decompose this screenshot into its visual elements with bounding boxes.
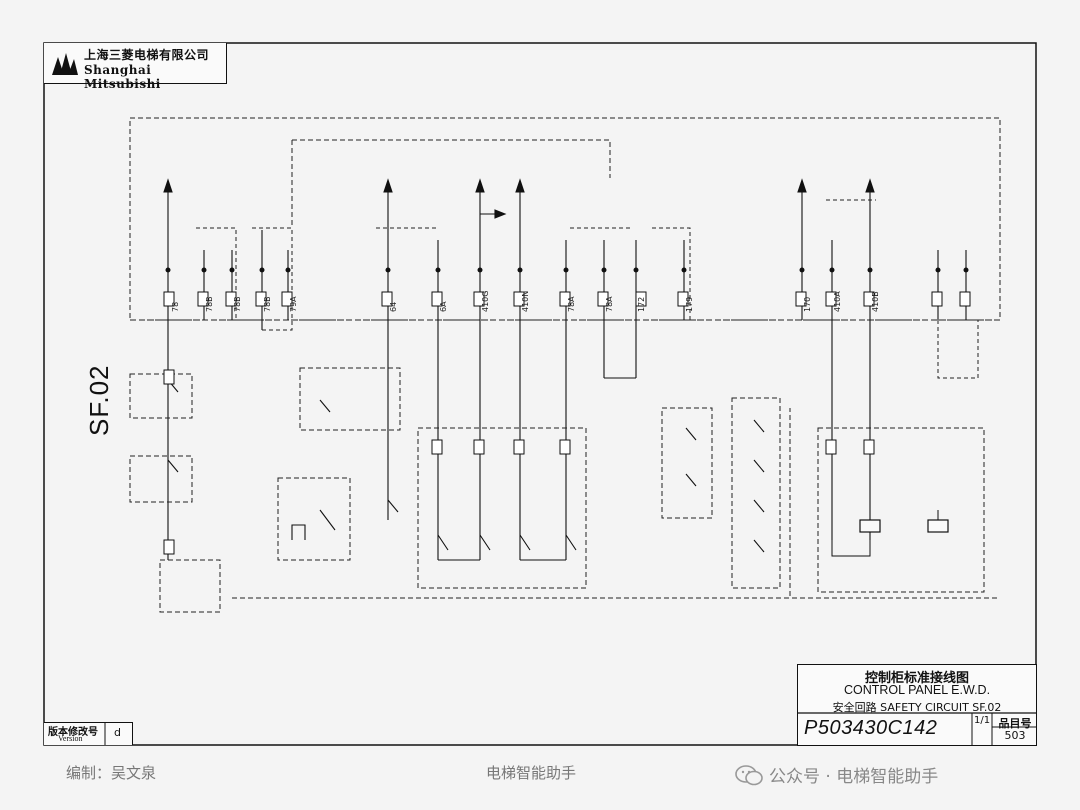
- box-ds: [661, 407, 713, 519]
- svg-text:78: 78: [171, 302, 180, 312]
- title-subtitle: 安全回路 SAFETY CIRCUIT SF.02: [832, 701, 1002, 714]
- version-label-cn: 版本修改号: [48, 727, 98, 738]
- box-c1: [159, 559, 221, 613]
- coil-410a: [927, 519, 949, 533]
- box-coils: [817, 427, 985, 593]
- drawing-number: P503430C142: [804, 717, 938, 739]
- svg-text:172: 172: [637, 297, 646, 312]
- footer-author: 编制：吴文泉: [66, 764, 157, 782]
- box-left-b: [129, 455, 193, 503]
- svg-text:410B: 410B: [871, 291, 880, 312]
- version-value: d: [114, 726, 121, 739]
- svg-text:78B: 78B: [205, 296, 214, 312]
- terminals: [163, 291, 971, 555]
- wire-group: [163, 178, 967, 560]
- box-ds2: [731, 397, 781, 589]
- relay-contacts: [167, 379, 765, 561]
- version-block: 版本修改号 Version d: [44, 722, 133, 745]
- box-relay-contacts: [417, 427, 587, 589]
- title-block-grid: [798, 712, 1036, 745]
- relay-coils: [859, 519, 949, 533]
- connector-dots: [165, 267, 969, 273]
- title-block: 控制柜标准接线图 CONTROL PANEL E.W.D. 安全回路 SAFET…: [797, 664, 1037, 746]
- footer-wechat[interactable]: 公众号 · 电梯智能助手: [735, 762, 938, 787]
- svg-text:6A: 6A: [439, 301, 448, 312]
- svg-text:79A: 79A: [289, 296, 298, 312]
- svg-text:78B: 78B: [233, 296, 242, 312]
- dashed-drops: [196, 199, 979, 379]
- svg-text:170: 170: [803, 297, 812, 312]
- part-number: 503: [1004, 729, 1026, 742]
- box-ck: [277, 477, 351, 561]
- svg-text:78B: 78B: [263, 296, 272, 312]
- svg-text:410N: 410N: [521, 291, 530, 312]
- coil-410: [859, 519, 881, 533]
- page-label: SF.02: [84, 364, 114, 437]
- sheet-number: 1/1: [974, 715, 991, 726]
- title-en: CONTROL PANEL E.W.D.: [843, 683, 991, 697]
- svg-text:410A: 410A: [833, 291, 842, 312]
- part-number-label: 品目号: [998, 717, 1032, 730]
- version-label-en: Version: [58, 734, 83, 743]
- title-cn: 控制柜标准接线图: [864, 671, 969, 686]
- wechat-account: 公众号 · 电梯智能助手: [769, 767, 939, 787]
- mitsubishi-logo-icon: [52, 53, 78, 75]
- svg-text:78A: 78A: [567, 296, 576, 312]
- dashed-loop: [292, 139, 611, 178]
- footer-center: 电梯智能助手: [486, 764, 577, 782]
- company-logo: 上海三菱电梯有限公司 Shanghai Mitsubishi: [44, 43, 227, 91]
- svg-text:64: 64: [389, 302, 398, 312]
- box-left-a: [129, 373, 193, 419]
- drawing-border: [43, 42, 1037, 746]
- svg-text:78A: 78A: [605, 296, 614, 312]
- component-boxes: [129, 367, 1000, 613]
- company-name-cn: 上海三菱电梯有限公司: [84, 48, 210, 62]
- svg-text:179: 179: [685, 297, 694, 312]
- svg-text:410G: 410G: [481, 291, 490, 312]
- wechat-icon: [735, 764, 763, 785]
- company-name-en: Shanghai Mitsubishi: [84, 63, 161, 91]
- box-gs: [299, 367, 401, 431]
- net-labels: 78 78B 78B 78B 79A 64 6A 410G 410N 78A 7…: [171, 291, 880, 312]
